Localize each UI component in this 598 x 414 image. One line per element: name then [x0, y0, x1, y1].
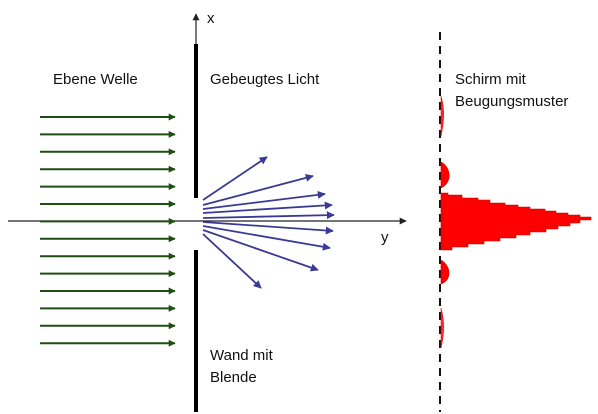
- x-axis-label: x: [207, 10, 215, 27]
- faint-maximum-lower: [440, 307, 444, 349]
- screen-label-line2: Beugungsmuster: [455, 93, 569, 110]
- wall-label-line2: Blende: [210, 369, 257, 386]
- diffracted-ray-arrow: [202, 190, 326, 210]
- y-axis-label: y: [381, 229, 389, 246]
- diffraction-pattern: [440, 95, 592, 349]
- wall-label-line1: Wand mit: [210, 347, 273, 364]
- diffracted-rays: [202, 156, 335, 289]
- diffracted-ray-arrow: [202, 156, 268, 201]
- diffracted-ray-arrow: [202, 233, 262, 289]
- side-maximum-upper: [440, 161, 450, 189]
- diffracted-ray-arrow: [202, 211, 335, 220]
- plane-wave-label: Ebene Welle: [53, 71, 138, 88]
- central-maximum: [440, 192, 592, 251]
- screen-label-line1: Schirm mit: [455, 71, 526, 88]
- side-maximum-lower: [440, 259, 450, 285]
- plane-wave-arrows: [40, 113, 176, 347]
- diffracted-ray-arrow: [202, 201, 333, 214]
- diffracted-light-label: Gebeugtes Licht: [210, 71, 320, 88]
- faint-maximum-upper: [440, 95, 444, 137]
- diffracted-ray-arrow: [202, 221, 334, 235]
- diffracted-ray-arrow: [202, 225, 331, 251]
- diffracted-ray-arrow: [202, 229, 319, 272]
- diffracted-ray-arrow: [202, 173, 314, 206]
